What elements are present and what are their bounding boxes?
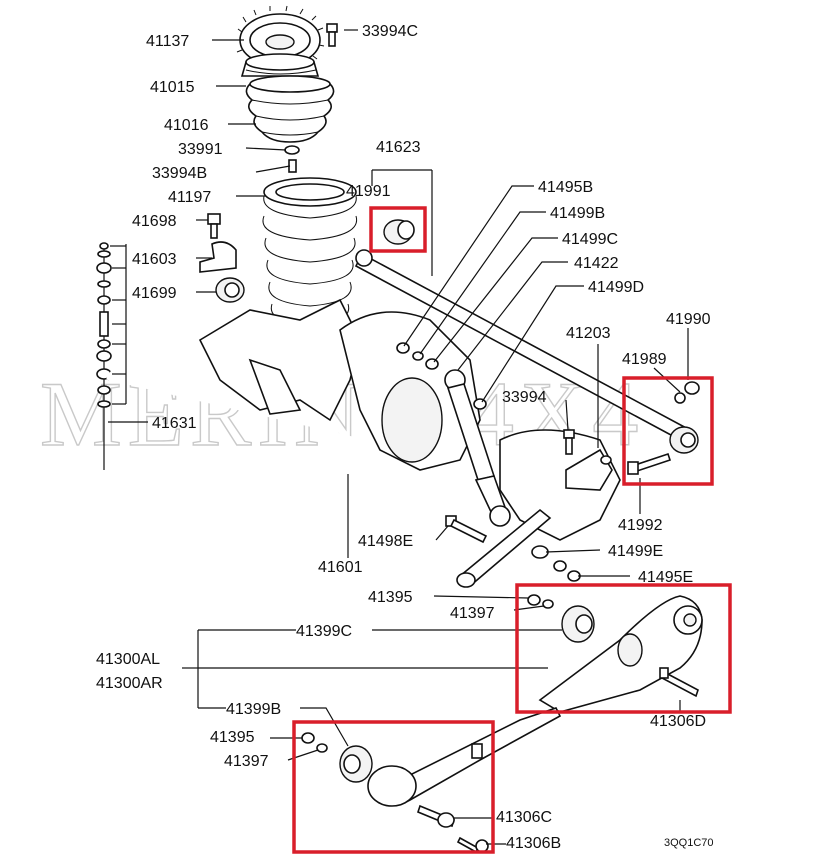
label-41989: 41989	[622, 351, 667, 368]
label-41015: 41015	[150, 79, 195, 96]
label-41991: 41991	[346, 183, 391, 200]
shock-absorber-41422	[444, 369, 511, 527]
parts-art	[96, 5, 703, 854]
label-33994C: 33994C	[362, 23, 418, 40]
washer-41499D	[473, 398, 487, 410]
bolt-33994B	[288, 159, 297, 173]
label-41306D: 41306D	[650, 713, 706, 730]
highlight-boxes	[292, 206, 732, 854]
label-41699: 41699	[132, 285, 177, 302]
label-41495E: 41495E	[638, 569, 693, 586]
label-41016: 41016	[164, 117, 209, 134]
label-41300AL: 41300AL	[96, 651, 160, 668]
label-41395-lower: 41395	[210, 729, 255, 746]
label-41698: 41698	[132, 213, 177, 230]
label-41623: 41623	[376, 139, 421, 156]
bump-stopper-41015	[240, 53, 320, 77]
nut-41495B	[396, 342, 410, 354]
label-41137: 41137	[146, 33, 189, 50]
trailing-arm-41300AL	[527, 594, 703, 713]
label-41306B: 41306B	[506, 835, 561, 852]
label-41495B: 41495B	[538, 179, 593, 196]
label-41499E: 41499E	[608, 543, 663, 560]
label-41300AR: 41300AR	[96, 675, 163, 692]
highlight-box-41991	[369, 206, 427, 253]
washer-33991	[284, 145, 300, 155]
part-labels: 41137 33994C 41015 41016 33991 33994B 41…	[96, 23, 711, 852]
label-41422: 41422	[574, 255, 619, 272]
label-41197: 41197	[168, 189, 211, 206]
bracket-41603	[199, 213, 245, 303]
drawing-code: 3QQ1C70	[664, 837, 714, 849]
bushing-41991	[383, 219, 415, 245]
highlight-box-41399B	[292, 720, 495, 854]
label-41399B: 41399B	[226, 701, 281, 718]
spring-seat-41137	[236, 5, 325, 73]
label-41498E: 41498E	[358, 533, 413, 550]
label-41631: 41631	[152, 415, 197, 432]
bellows-41016	[245, 75, 335, 143]
label-41399C: 41399C	[296, 623, 352, 640]
label-33994: 33994	[502, 389, 547, 406]
label-33991: 33991	[178, 141, 223, 158]
lower-link-41601	[445, 508, 581, 588]
bushing-41990	[627, 381, 700, 475]
stabilizer-link-41631	[96, 242, 112, 470]
washer-41499B	[412, 351, 424, 361]
label-41203: 41203	[566, 325, 611, 342]
bracket-41203	[563, 429, 613, 491]
label-41990: 41990	[666, 311, 711, 328]
highlight-box-41399C	[515, 583, 732, 714]
bolt-33994C	[326, 23, 338, 47]
label-41603: 41603	[132, 251, 177, 268]
label-41397-lower: 41397	[224, 753, 269, 770]
label-33994B: 33994B	[152, 165, 207, 182]
bushing-41499C	[425, 358, 439, 370]
label-41992: 41992	[618, 517, 663, 534]
label-41306C: 41306C	[496, 809, 552, 826]
label-41499C: 41499C	[562, 231, 618, 248]
label-41499B: 41499B	[550, 205, 605, 222]
label-41601: 41601	[318, 559, 363, 576]
highlight-box-41990	[622, 376, 714, 486]
trailing-arm-41300AR	[301, 707, 562, 854]
label-41499D: 41499D	[588, 279, 644, 296]
label-41397-upper: 41397	[450, 605, 495, 622]
label-41395-upper: 41395	[368, 589, 413, 606]
